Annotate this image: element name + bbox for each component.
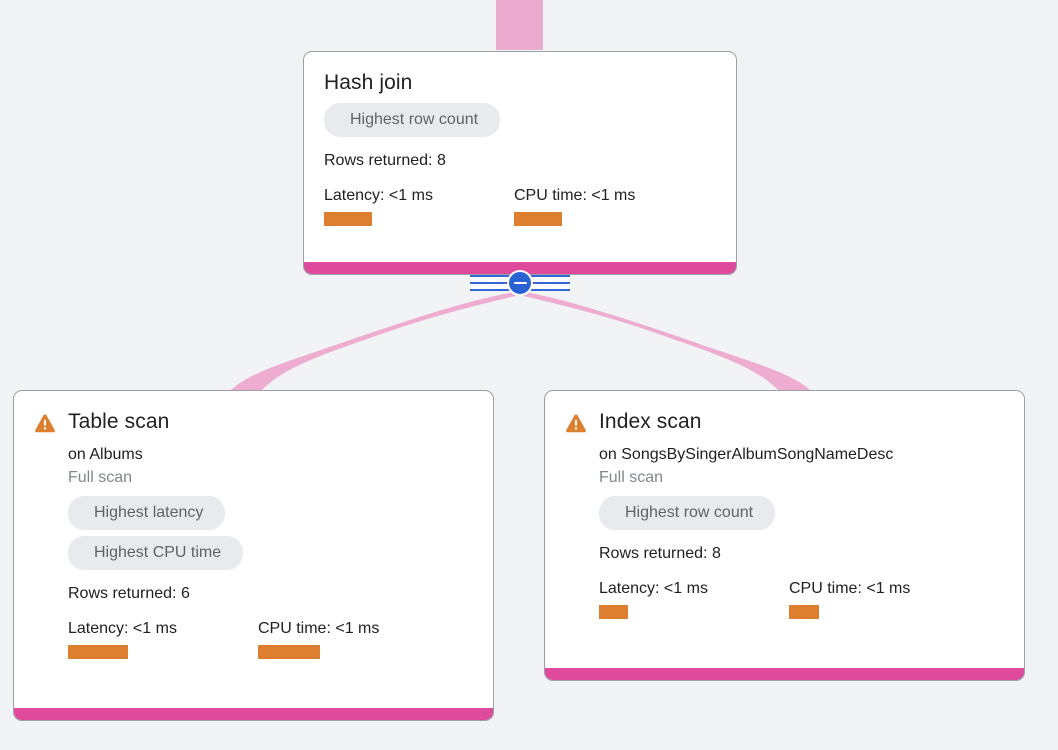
warning-triangle-icon xyxy=(566,414,586,433)
metric-cpu-time-label: CPU time: <1 ms xyxy=(514,187,636,204)
metric-cpu-time: CPU time: <1 ms xyxy=(258,619,379,659)
metric-cpu-time-bar xyxy=(514,212,562,226)
node-hash-join-title: Hash join xyxy=(324,71,413,94)
metric-latency: Latency: <1 ms xyxy=(324,186,514,226)
node-index-scan-subtitle: on SongsBySingerAlbumSongNameDesc xyxy=(599,446,894,463)
metric-latency-bar xyxy=(324,212,372,226)
metric-cpu-time: CPU time: <1 ms xyxy=(514,186,635,226)
node-table-scan-accent-bar xyxy=(14,708,493,720)
metric-latency-label: Latency: <1 ms xyxy=(599,580,708,597)
edge-hash-join-to-index-scan xyxy=(520,292,810,390)
node-table-scan-text: Table scan on Albums Full scan Highest l… xyxy=(68,409,379,659)
metric-latency-label: Latency: <1 ms xyxy=(324,187,433,204)
metric-latency: Latency: <1 ms xyxy=(68,619,258,659)
node-index-scan-title: Index scan xyxy=(599,410,702,433)
metric-latency: Latency: <1 ms xyxy=(599,579,789,619)
node-hash-join-accent-bar xyxy=(304,262,736,274)
node-index-scan-rows-returned: Rows returned: 8 xyxy=(599,545,721,562)
node-index-scan-scan-type: Full scan xyxy=(599,469,664,486)
node-hash-join-header: Hash join xyxy=(324,70,716,96)
node-hash-join-rows-returned: Rows returned: 8 xyxy=(324,152,446,169)
metric-cpu-time-label: CPU time: <1 ms xyxy=(258,620,380,637)
node-table-scan-chips: Highest latency Highest CPU time xyxy=(68,496,379,576)
node-table-scan-title: Table scan xyxy=(68,410,170,433)
chip-highest-row-count[interactable]: Highest row count xyxy=(599,496,776,530)
metric-latency-label: Latency: <1 ms xyxy=(68,620,177,637)
warning-triangle-icon xyxy=(35,414,55,433)
node-table-scan-body: Table scan on Albums Full scan Highest l… xyxy=(14,391,493,708)
chip-highest-cpu-time[interactable]: Highest CPU time xyxy=(68,536,244,570)
collapse-toggle-hash-join[interactable] xyxy=(470,270,570,296)
node-hash-join-metrics: Latency: <1 ms CPU time: <1 ms xyxy=(324,186,716,226)
chip-highest-row-count[interactable]: Highest row count xyxy=(324,103,501,137)
node-table-scan-rows-returned: Rows returned: 6 xyxy=(68,585,190,602)
collapse-toggle-button[interactable] xyxy=(507,270,533,296)
minus-icon xyxy=(513,281,527,285)
metric-cpu-time: CPU time: <1 ms xyxy=(789,579,910,619)
node-hash-join-body: Hash join Highest row count Rows returne… xyxy=(304,52,736,262)
metric-cpu-time-label: CPU time: <1 ms xyxy=(789,580,911,597)
node-index-scan-chips: Highest row count xyxy=(599,496,910,536)
metric-cpu-time-bar xyxy=(789,605,819,619)
node-table-scan[interactable]: Table scan on Albums Full scan Highest l… xyxy=(13,390,494,721)
chip-highest-latency[interactable]: Highest latency xyxy=(68,496,226,530)
edge-hash-join-to-table-scan xyxy=(231,292,519,390)
node-index-scan[interactable]: Index scan on SongsBySingerAlbumSongName… xyxy=(544,390,1025,681)
node-index-scan-text: Index scan on SongsBySingerAlbumSongName… xyxy=(599,409,910,619)
node-hash-join-chips: Highest row count xyxy=(324,103,716,143)
metric-latency-bar xyxy=(599,605,628,619)
node-index-scan-body: Index scan on SongsBySingerAlbumSongName… xyxy=(545,391,1024,668)
node-table-scan-subtitle: on Albums xyxy=(68,446,143,463)
edge-incoming-hash-join xyxy=(496,0,543,50)
node-table-scan-header: Table scan on Albums Full scan Highest l… xyxy=(34,409,473,659)
node-table-scan-metrics: Latency: <1 ms CPU time: <1 ms xyxy=(68,619,379,659)
node-table-scan-scan-type: Full scan xyxy=(68,469,133,486)
metric-latency-bar xyxy=(68,645,128,659)
node-index-scan-metrics: Latency: <1 ms CPU time: <1 ms xyxy=(599,579,910,619)
node-index-scan-header: Index scan on SongsBySingerAlbumSongName… xyxy=(565,409,1004,619)
metric-cpu-time-bar xyxy=(258,645,320,659)
node-index-scan-accent-bar xyxy=(545,668,1024,680)
node-hash-join[interactable]: Hash join Highest row count Rows returne… xyxy=(303,51,737,275)
